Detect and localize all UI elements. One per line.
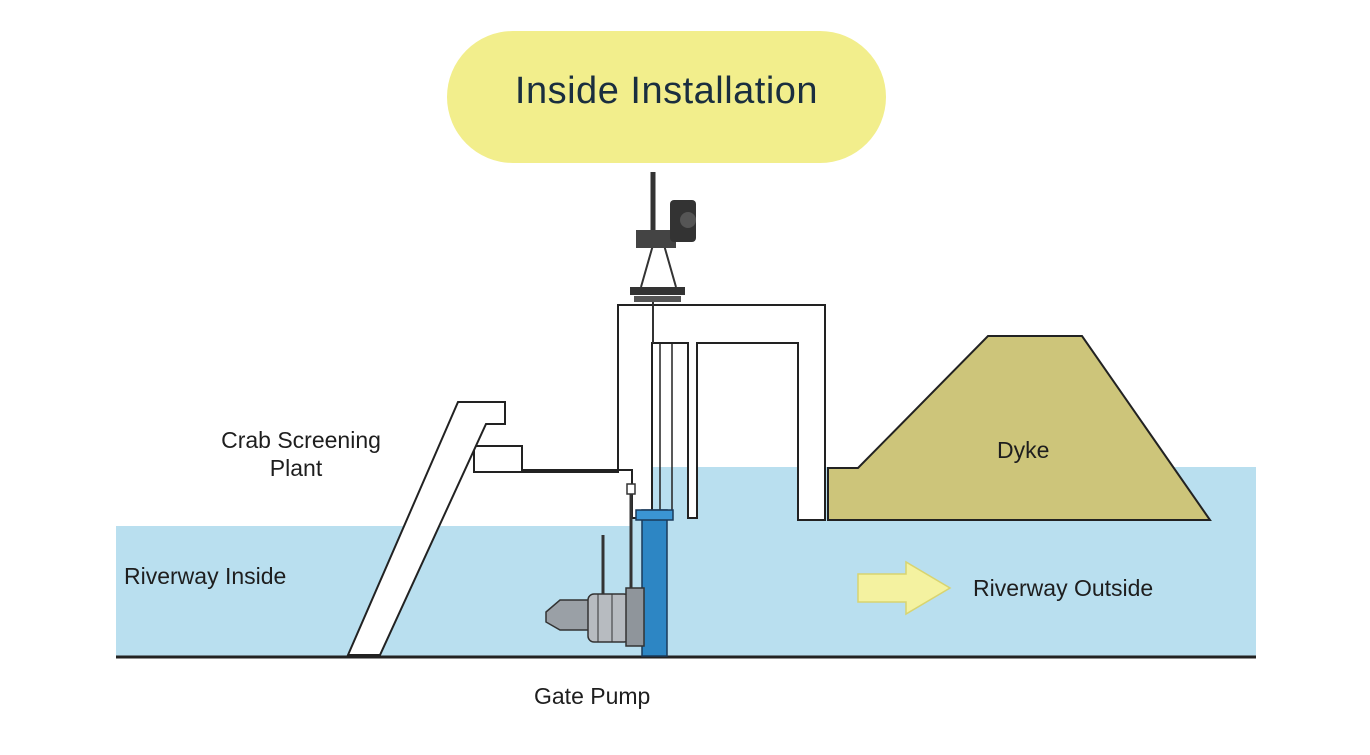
- crab-screening-plant-line2: Plant: [269, 455, 323, 481]
- dyke-embankment: [827, 335, 1212, 521]
- dyke-label: Dyke: [997, 437, 1050, 463]
- hoist-icon: [630, 172, 696, 343]
- pump-icon: [545, 483, 645, 647]
- diagram-title: Inside Installation: [514, 69, 819, 112]
- crab-screening-plant-label: Crab Screening Plant: [196, 426, 406, 482]
- gate-pump-pipe: [641, 509, 668, 657]
- crab-screening-ramp: [346, 401, 506, 656]
- gate-pump-pipe-top: [635, 509, 674, 521]
- gate-pump-label: Gate Pump: [534, 683, 651, 709]
- screening-platform: [473, 445, 619, 473]
- riverway-outside-label: Riverway Outside: [973, 575, 1154, 601]
- riverway-inside-label: Riverway Inside: [124, 563, 287, 589]
- title-bubble: Inside Installation: [447, 31, 886, 163]
- arrow-right-icon: [857, 560, 952, 616]
- crab-screening-plant-line1: Crab Screening: [221, 427, 381, 453]
